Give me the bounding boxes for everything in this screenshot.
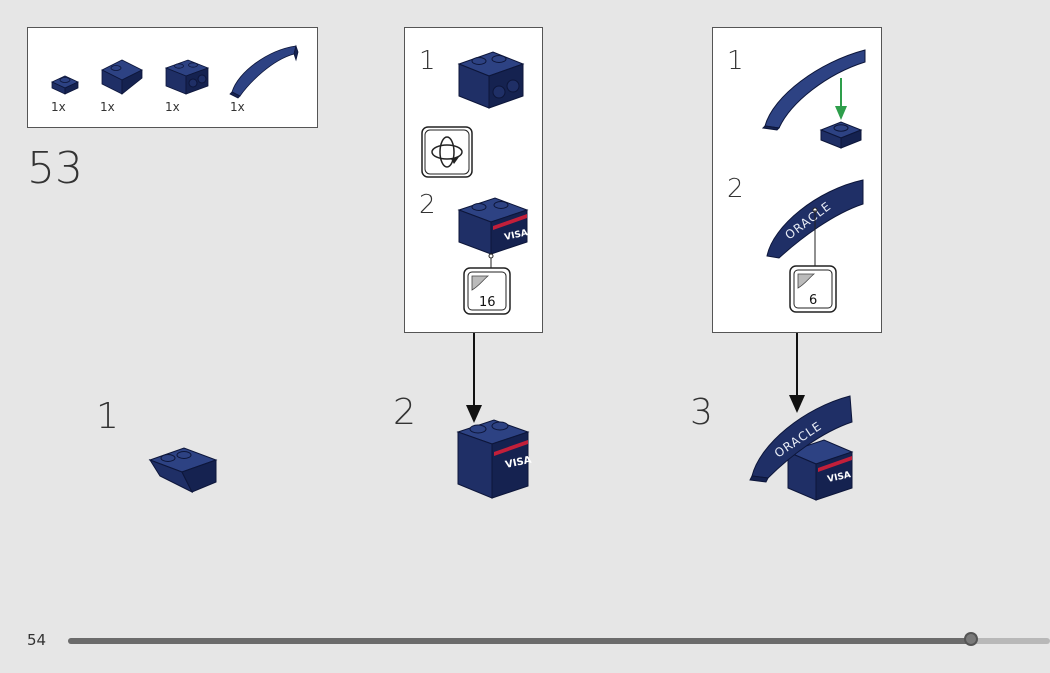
brick-visa-model-icon: VISA <box>456 419 533 499</box>
insert-arrow-green-icon <box>835 78 847 120</box>
progress-handle[interactable] <box>964 632 979 646</box>
brick-with-visa-decal-icon: VISA <box>457 197 529 259</box>
subassembly-box-b: 1 2 ORACLE 6 <box>712 27 882 333</box>
main-step-number: 3 <box>690 392 713 433</box>
part-qty-label: 1x <box>51 100 66 114</box>
svg-text:VISA: VISA <box>504 455 532 471</box>
main-step-number: 2 <box>393 392 416 433</box>
parts-list-box: 1x 1x 1x 1x <box>27 27 318 128</box>
part-qty-label: 1x <box>165 100 180 114</box>
page-number: 54 <box>27 631 47 649</box>
sub-step-number: 1 <box>727 46 744 76</box>
sticker-callout: 16 <box>463 258 511 315</box>
connector-arrow-b <box>789 333 805 413</box>
progress-fill <box>68 638 972 644</box>
rotate-model-icon <box>421 126 473 178</box>
curved-slope-icon <box>761 49 866 131</box>
part-inverted-slope-icon <box>101 59 143 95</box>
part-qty-label: 1x <box>100 100 115 114</box>
subassembly-box-a: 1 2 VISA 16 <box>404 27 543 333</box>
brick-side-studs-icon <box>457 51 525 109</box>
plate-1x1-icon <box>819 121 863 149</box>
step-number: 53 <box>27 143 83 194</box>
part-brick-side-studs-icon <box>164 59 210 95</box>
main-step-number: 1 <box>96 396 119 437</box>
sub-step-number: 1 <box>419 46 436 76</box>
sticker-callout: 6 <box>789 210 837 313</box>
sub-step-number: 2 <box>419 190 436 220</box>
svg-text:16: 16 <box>479 295 496 310</box>
combined-model-icon: VISA ORACLE <box>749 395 854 501</box>
progress-track[interactable] <box>68 632 1050 646</box>
svg-text:VISA: VISA <box>827 470 852 485</box>
connector-arrow-a <box>466 333 482 423</box>
inverted-slope-model-icon <box>148 447 218 494</box>
part-qty-label: 1x <box>230 100 245 114</box>
svg-text:6: 6 <box>809 293 817 308</box>
svg-text:VISA: VISA <box>504 228 529 243</box>
sub-step-number: 2 <box>727 174 744 204</box>
part-plate-1x1-icon <box>51 75 79 95</box>
part-curved-slope-icon <box>229 44 299 99</box>
